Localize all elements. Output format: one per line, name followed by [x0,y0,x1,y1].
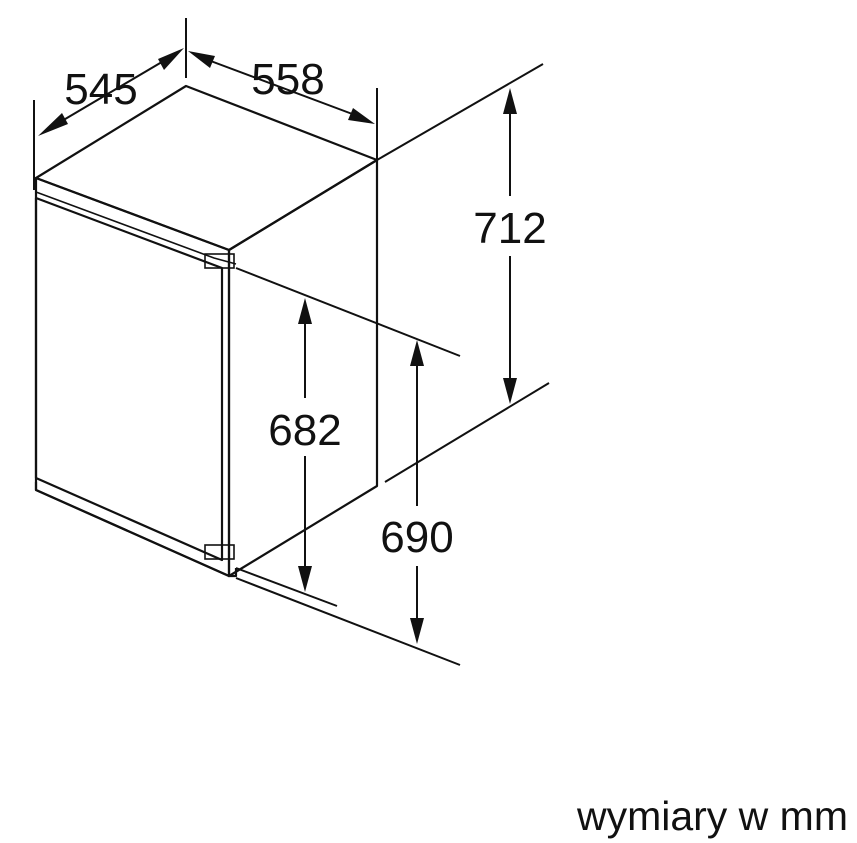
total-height-arrow-bottom [503,378,517,404]
extension-line-door-bottom [235,567,338,607]
niche-height-arrow-bottom [410,618,424,644]
total-height-arrow-top [503,88,517,114]
appliance-front-face [34,176,231,578]
width-arrow-right [348,108,375,124]
depth-label: 545 [64,65,137,114]
bottom-hinge [204,544,235,560]
niche-height-arrow-top [410,340,424,366]
niche-height-dimension: 690 [380,340,454,644]
door-panel [34,196,224,562]
extension-line-top-right [376,63,544,161]
door-top-edge [35,191,237,265]
total-height-label: 712 [473,204,546,253]
door-height-arrow-top [298,298,312,324]
appliance-outline [34,84,379,578]
depth-dimension-line [49,55,173,129]
extension-lines [33,18,550,666]
depth-arrow-right [158,48,184,70]
top-hinge [204,253,235,269]
width-arrow-left [188,51,215,68]
door-height-label: 682 [268,406,341,455]
units-caption: wymiary w mm [576,793,848,839]
extension-line-bottom-right [384,382,550,483]
depth-arrow-left [38,113,68,136]
total-height-dimension: 712 [473,88,547,404]
extension-line-door-top [235,267,461,357]
door-height-arrow-bottom [298,566,312,592]
niche-height-label: 690 [380,513,453,562]
width-dimension: 558 [188,51,375,124]
extension-line-niche-bottom [235,577,461,666]
width-label: 558 [251,55,324,104]
depth-dimension: 545 [38,48,184,136]
appliance-side-face [227,158,379,578]
door-height-dimension: 682 [268,298,342,592]
width-dimension-line [199,56,364,119]
appliance-plinth [34,482,238,578]
